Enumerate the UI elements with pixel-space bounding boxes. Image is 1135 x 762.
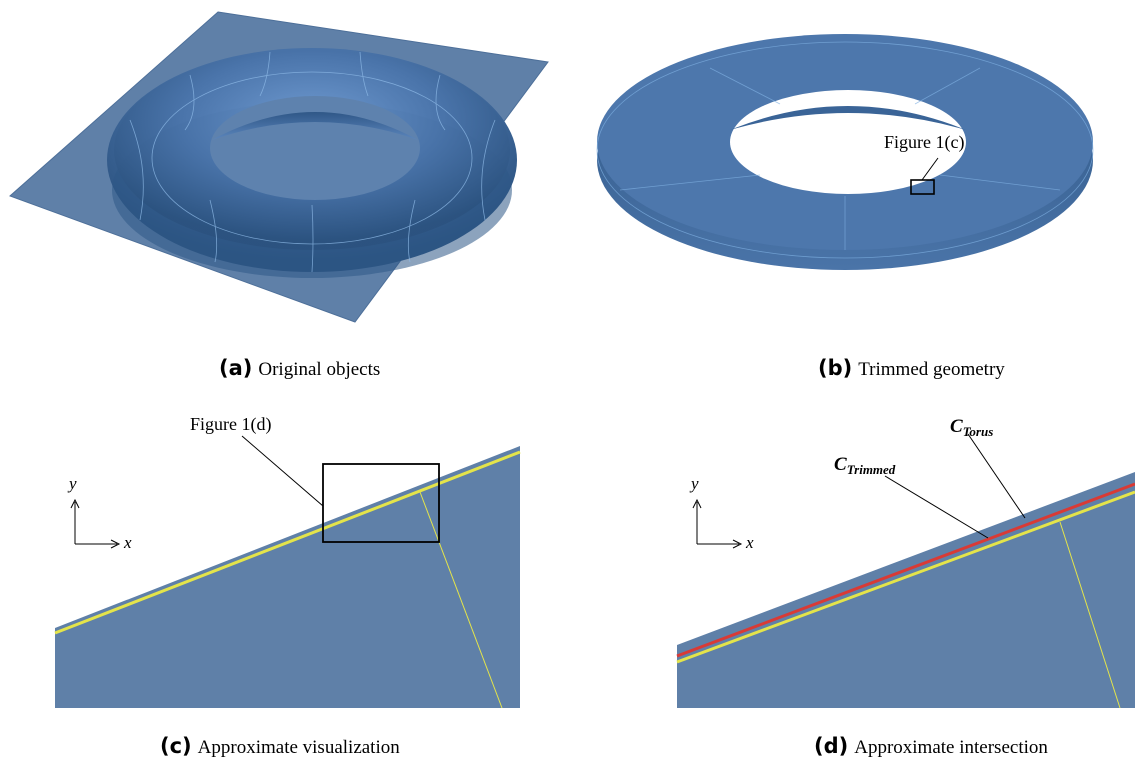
- caption-b: (b)Trimmed geometry: [818, 356, 1005, 381]
- caption-c-text: Approximate visualization: [197, 737, 400, 758]
- curve-trimmed-yellow: [676, 490, 1135, 664]
- caption-d-text: Approximate intersection: [854, 737, 1048, 758]
- surface-region-d: [677, 472, 1135, 708]
- axes-icon-d: [692, 498, 743, 549]
- axis-label-y-d: y: [689, 474, 699, 493]
- surface-region: [55, 446, 520, 708]
- panel-d-approximate-intersection: CTorus CTrimmed y x: [560, 400, 1135, 720]
- intersection-closeup: CTorus CTrimmed y x: [676, 416, 1135, 709]
- caption-c-label: (c): [160, 734, 192, 758]
- caption-b-text: Trimmed geometry: [858, 359, 1005, 380]
- torus-hole: [210, 96, 420, 200]
- label-c-torus: CTorus: [950, 416, 993, 439]
- axis-label-x: x: [123, 533, 132, 552]
- curve-torus-red: [676, 482, 1135, 658]
- axis-label-x-d: x: [745, 533, 754, 552]
- caption-d: (d)Approximate intersection: [814, 734, 1048, 759]
- caption-c: (c)Approximate visualization: [160, 734, 400, 759]
- caption-d-label: (d): [814, 734, 849, 758]
- axes-icon: [70, 498, 121, 549]
- panel-c-approximate-visualization: Figure 1(d) y x: [0, 400, 560, 720]
- callout-box-d: [322, 463, 440, 543]
- caption-a-label: (a): [219, 356, 253, 380]
- caption-b-label: (b): [818, 356, 853, 380]
- visualization-closeup: Figure 1(d) y x: [54, 414, 521, 709]
- axis-label-y: y: [67, 474, 77, 493]
- torus-plane-render: [9, 11, 549, 323]
- label-c-trimmed: CTrimmed: [834, 454, 896, 477]
- callout-label-figure-1c: Figure 1(c): [884, 132, 964, 153]
- caption-a-text: Original objects: [258, 359, 381, 380]
- yellow-boundary: [54, 450, 521, 635]
- callout-label-figure-1d: Figure 1(d): [190, 414, 271, 435]
- panel-b-trimmed-geometry: Figure 1(c): [560, 0, 1135, 340]
- panel-a-original-objects: [0, 0, 560, 340]
- caption-a: (a)Original objects: [219, 356, 380, 381]
- trimmed-torus-render: Figure 1(c): [596, 34, 1094, 270]
